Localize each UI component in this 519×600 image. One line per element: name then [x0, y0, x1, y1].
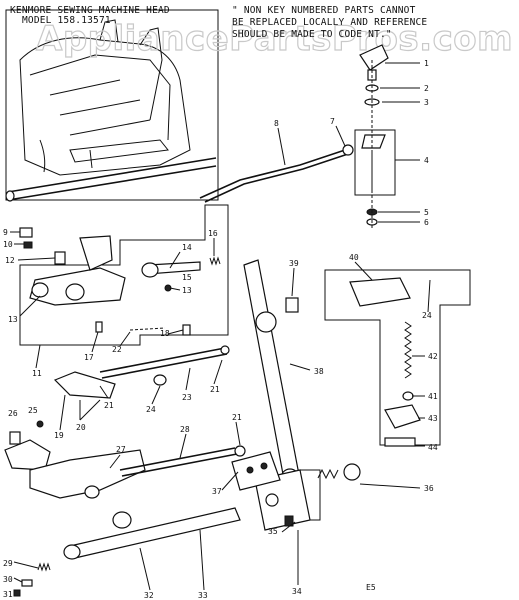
part-28-shaft: [119, 445, 246, 477]
label-part-18: 18: [160, 329, 170, 338]
part-11-arm-assembly: [29, 235, 126, 306]
label-part-42: 42: [428, 352, 438, 361]
label-part-7: 7: [330, 117, 335, 126]
label-part-3: 3: [424, 98, 429, 107]
watermark: AppliancePartsPros.com: [36, 19, 513, 59]
part-26-bracket: [4, 431, 51, 471]
label-part-8: 8: [274, 119, 279, 128]
part-8-shaft: [199, 144, 354, 203]
part-44-plate: [384, 437, 416, 447]
part-43-arm: [384, 404, 421, 429]
label-part-24b: 24: [422, 311, 432, 320]
label-part-36: 36: [424, 484, 434, 493]
label-part-40: 40: [349, 253, 359, 262]
label-part-16: 16: [208, 229, 218, 238]
machine-head-inset: [5, 9, 219, 202]
part-27-arm: [29, 449, 146, 499]
label-part-33: 33: [198, 591, 208, 600]
part-17-screw: [95, 321, 103, 333]
part-34-bracket: [254, 469, 311, 531]
note-line1: " NON KEY NUMBERED PARTS CANNOT: [232, 5, 416, 16]
label-part-25: 25: [28, 406, 38, 415]
label-part-24a: 24: [146, 405, 156, 414]
label-part-1: 1: [424, 59, 429, 68]
label-part-35: 35: [268, 527, 278, 536]
part-number-labels: 1 2 3 4 5 6 7 8 9 10 11 12 13 13 14 15 1…: [3, 59, 438, 600]
label-part-31: 31: [3, 590, 13, 599]
note-line2: BE REPLACED LOCALLY AND REFERENCE: [232, 17, 427, 28]
part-29-spring: [37, 562, 51, 572]
part-36-spring: [317, 463, 361, 481]
part-30-collar: [21, 579, 33, 587]
label-part-32: 32: [144, 591, 154, 600]
part-16-spring: [209, 256, 221, 266]
label-part-6: 6: [424, 218, 429, 227]
label-part-29: 29: [3, 559, 13, 568]
inset-caption-line2: MODEL 158.13571: [22, 15, 111, 26]
label-part-21b: 21: [210, 385, 220, 394]
label-part-21c: 21: [232, 413, 242, 422]
callout-leaders: [10, 62, 431, 594]
label-part-28: 28: [180, 425, 190, 434]
label-part-2: 2: [424, 84, 429, 93]
label-part-30: 30: [3, 575, 13, 584]
part-10-screw: [23, 241, 33, 249]
part-12-pin: [54, 251, 66, 265]
label-part-39: 39: [289, 259, 299, 268]
label-part-13b: 13: [182, 286, 192, 295]
part-33-shaft: [63, 507, 241, 560]
label-part-22: 22: [112, 345, 122, 354]
inset-caption-line1: KENMORE SEWING MACHINE HEAD: [10, 5, 170, 16]
part-20-crank: [53, 371, 116, 399]
part-25-screw: [36, 420, 44, 428]
part-14-spring-rod: [141, 261, 201, 278]
part-23-shaft: [99, 345, 230, 379]
label-part-44: 44: [428, 443, 438, 452]
part-31-screw: [13, 589, 21, 597]
part-41-collar: [402, 391, 414, 401]
part-42-spring: [404, 321, 412, 379]
label-part-34: 34: [292, 587, 302, 596]
label-part-17: 17: [84, 353, 94, 362]
label-part-41: 41: [428, 392, 438, 401]
part-9-clip: [19, 227, 33, 238]
label-part-11: 11: [32, 369, 42, 378]
part-39-block: [285, 297, 299, 313]
part-18-pin: [182, 324, 191, 336]
label-part-5: 5: [424, 208, 429, 217]
label-part-23: 23: [182, 393, 192, 402]
label-part-27: 27: [116, 445, 126, 454]
part-40-bracket: [349, 277, 411, 307]
part-4-bracket: [361, 134, 386, 190]
label-part-10: 10: [3, 240, 13, 249]
label-part-20: 20: [76, 423, 86, 432]
label-part-13a: 13: [8, 315, 18, 324]
note-line3: SHOULD BE MADE TO CODE NT.": [232, 29, 392, 40]
label-part-37: 37: [212, 487, 222, 496]
part-37-plate: [231, 451, 281, 491]
label-part-43: 43: [428, 414, 438, 423]
label-part-19: 19: [54, 431, 64, 440]
part-38-lever: [243, 259, 301, 488]
label-part-15: 15: [182, 273, 192, 282]
label-part-12: 12: [5, 256, 15, 265]
label-part-4: 4: [424, 156, 429, 165]
label-part-26: 26: [8, 409, 18, 418]
part-24-collar: [153, 374, 167, 386]
label-part-9: 9: [3, 228, 8, 237]
label-part-21a: 21: [104, 401, 114, 410]
label-part-14: 14: [182, 243, 192, 252]
part-22-pin: [129, 327, 166, 331]
label-part-38: 38: [314, 367, 324, 376]
page-code: E5: [366, 583, 376, 592]
